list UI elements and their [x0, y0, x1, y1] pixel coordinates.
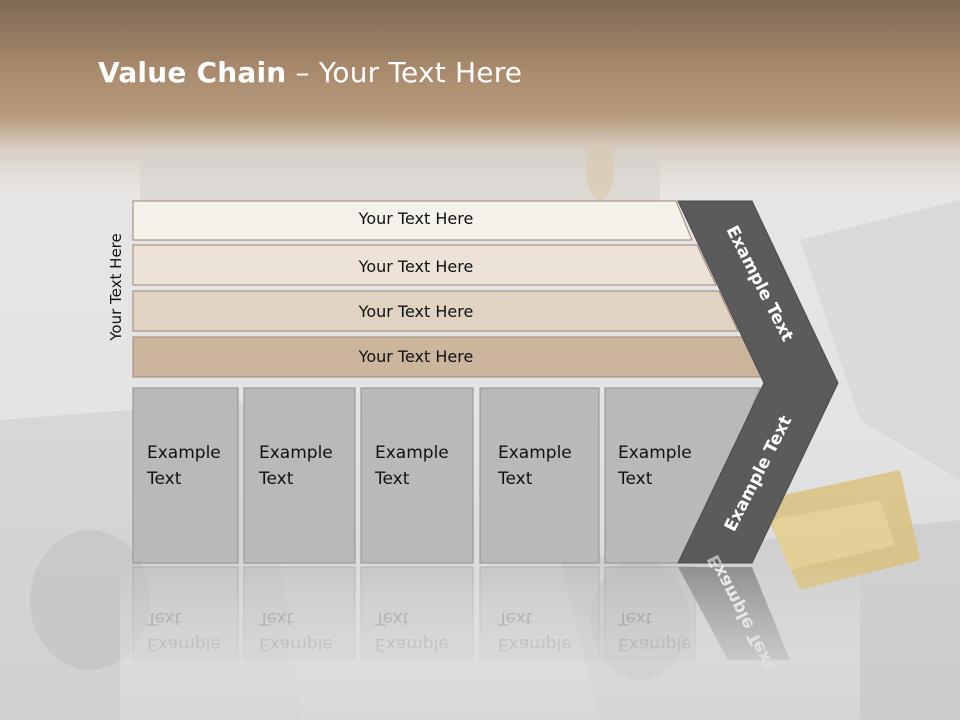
box-2: Example Text	[243, 387, 356, 564]
bar-2-shape	[132, 244, 717, 286]
bar-2-label: Your Text Here	[358, 257, 474, 276]
reflection: Example Text Example Text Example Text E…	[120, 551, 860, 720]
bar-3-shape	[132, 290, 739, 332]
box-4-line1: Example	[498, 443, 572, 463]
box-4-line2: Text	[497, 469, 533, 489]
bar-4: Your Text Here	[132, 336, 763, 378]
box-4: Example Text	[479, 387, 600, 564]
title-rest: – Your Text Here	[286, 56, 523, 89]
slide-title: Value Chain – Your Text Here	[98, 56, 522, 89]
box-1-line2: Text	[146, 469, 182, 489]
bar-1-shape	[132, 200, 693, 241]
box-2-shape	[243, 387, 356, 564]
box-2-line1: Example	[259, 443, 333, 463]
bar-3-label: Your Text Here	[358, 302, 474, 321]
tassel-icon	[760, 470, 920, 590]
box-1-line1: Example	[147, 443, 221, 463]
box-2-line2: Text	[258, 469, 294, 489]
bar-3: Your Text Here	[132, 290, 739, 332]
title-bold: Value Chain	[98, 56, 287, 89]
box-3-shape	[360, 387, 474, 564]
box-5-line2: Text	[617, 469, 653, 489]
bar-1: Your Text Here	[132, 200, 693, 241]
box-3-line1: Example	[375, 443, 449, 463]
box-1: Example Text	[132, 387, 239, 564]
box-3: Example Text	[360, 387, 474, 564]
box-4-shape	[479, 387, 600, 564]
box-5: Example Text	[604, 387, 761, 564]
bar-1-label: Your Text Here	[358, 209, 474, 228]
bar-4-label: Your Text Here	[358, 347, 474, 366]
chevron-shape	[677, 200, 839, 564]
box-5-line1: Example	[618, 443, 692, 463]
bar-2: Your Text Here	[132, 244, 717, 286]
box-1-shape	[132, 387, 239, 564]
box-3-line2: Text	[374, 469, 410, 489]
